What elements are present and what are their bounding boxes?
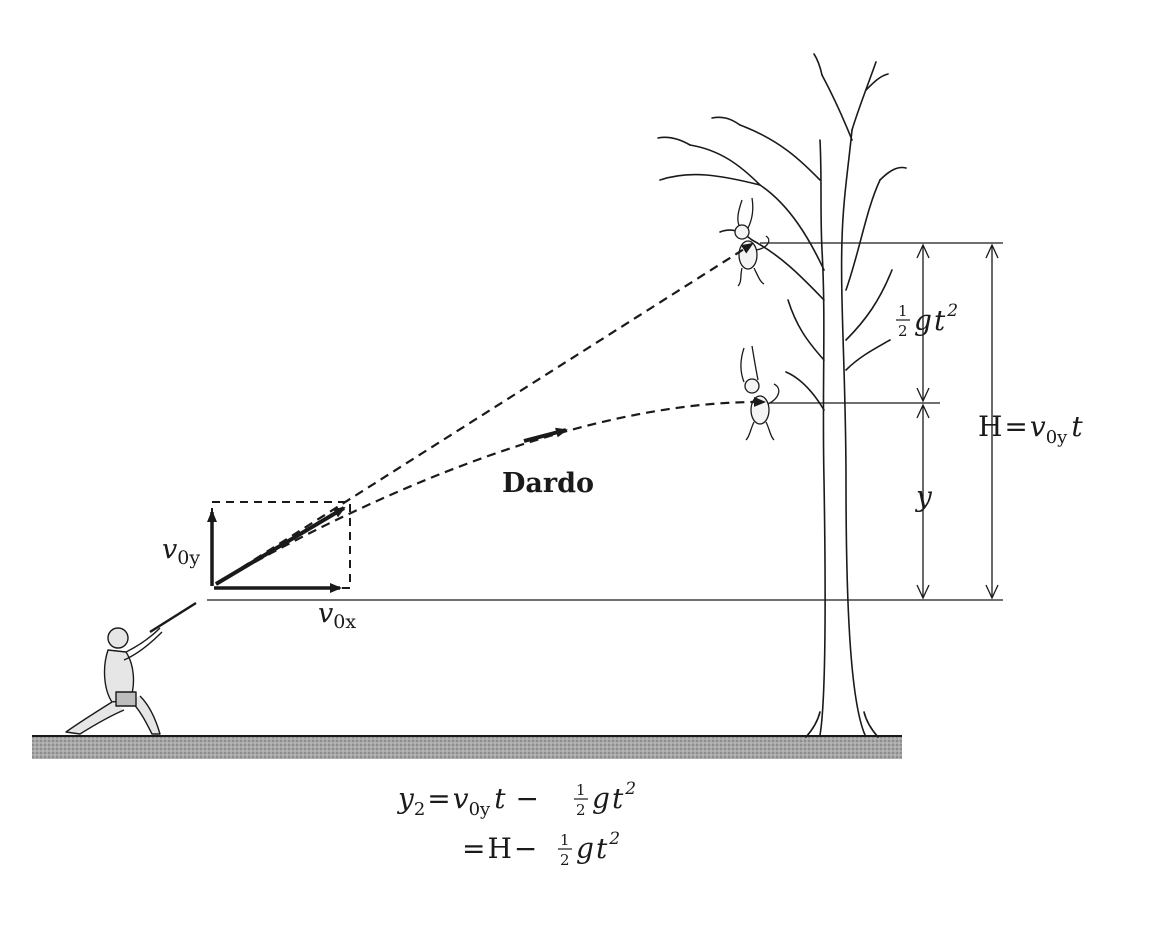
svg-text:1: 1 [576, 781, 586, 799]
ground-strip [32, 735, 902, 759]
dimension-y [916, 403, 930, 600]
svg-text:gt2: gt2 [914, 301, 958, 337]
y-label: y [914, 480, 933, 513]
svg-text:2: 2 [898, 322, 908, 340]
svg-text:2: 2 [560, 851, 570, 869]
hunter-icon [65, 627, 163, 735]
blowgun [149, 601, 197, 634]
v0x-label: v0x [318, 598, 356, 633]
monkey-hanging-icon [734, 197, 770, 287]
dimension-H [985, 243, 999, 600]
svg-text:=H−: =H− [462, 832, 537, 865]
v0y-label: v0y [162, 534, 200, 569]
svg-text:1: 1 [560, 831, 570, 849]
tree [657, 53, 907, 738]
svg-text:gt2: gt2 [576, 829, 620, 865]
svg-text:gt2: gt2 [592, 779, 636, 815]
svg-text:1: 1 [898, 302, 908, 320]
dart-label: Dardo [502, 468, 594, 499]
dart-icon [523, 427, 568, 443]
aim-line [215, 242, 754, 585]
svg-text:2: 2 [576, 801, 586, 819]
monkey-falling-icon [740, 345, 780, 441]
dart-trajectory [215, 396, 766, 585]
v0-arrow[interactable] [214, 506, 346, 586]
dimension-half-gt2 [916, 243, 930, 403]
